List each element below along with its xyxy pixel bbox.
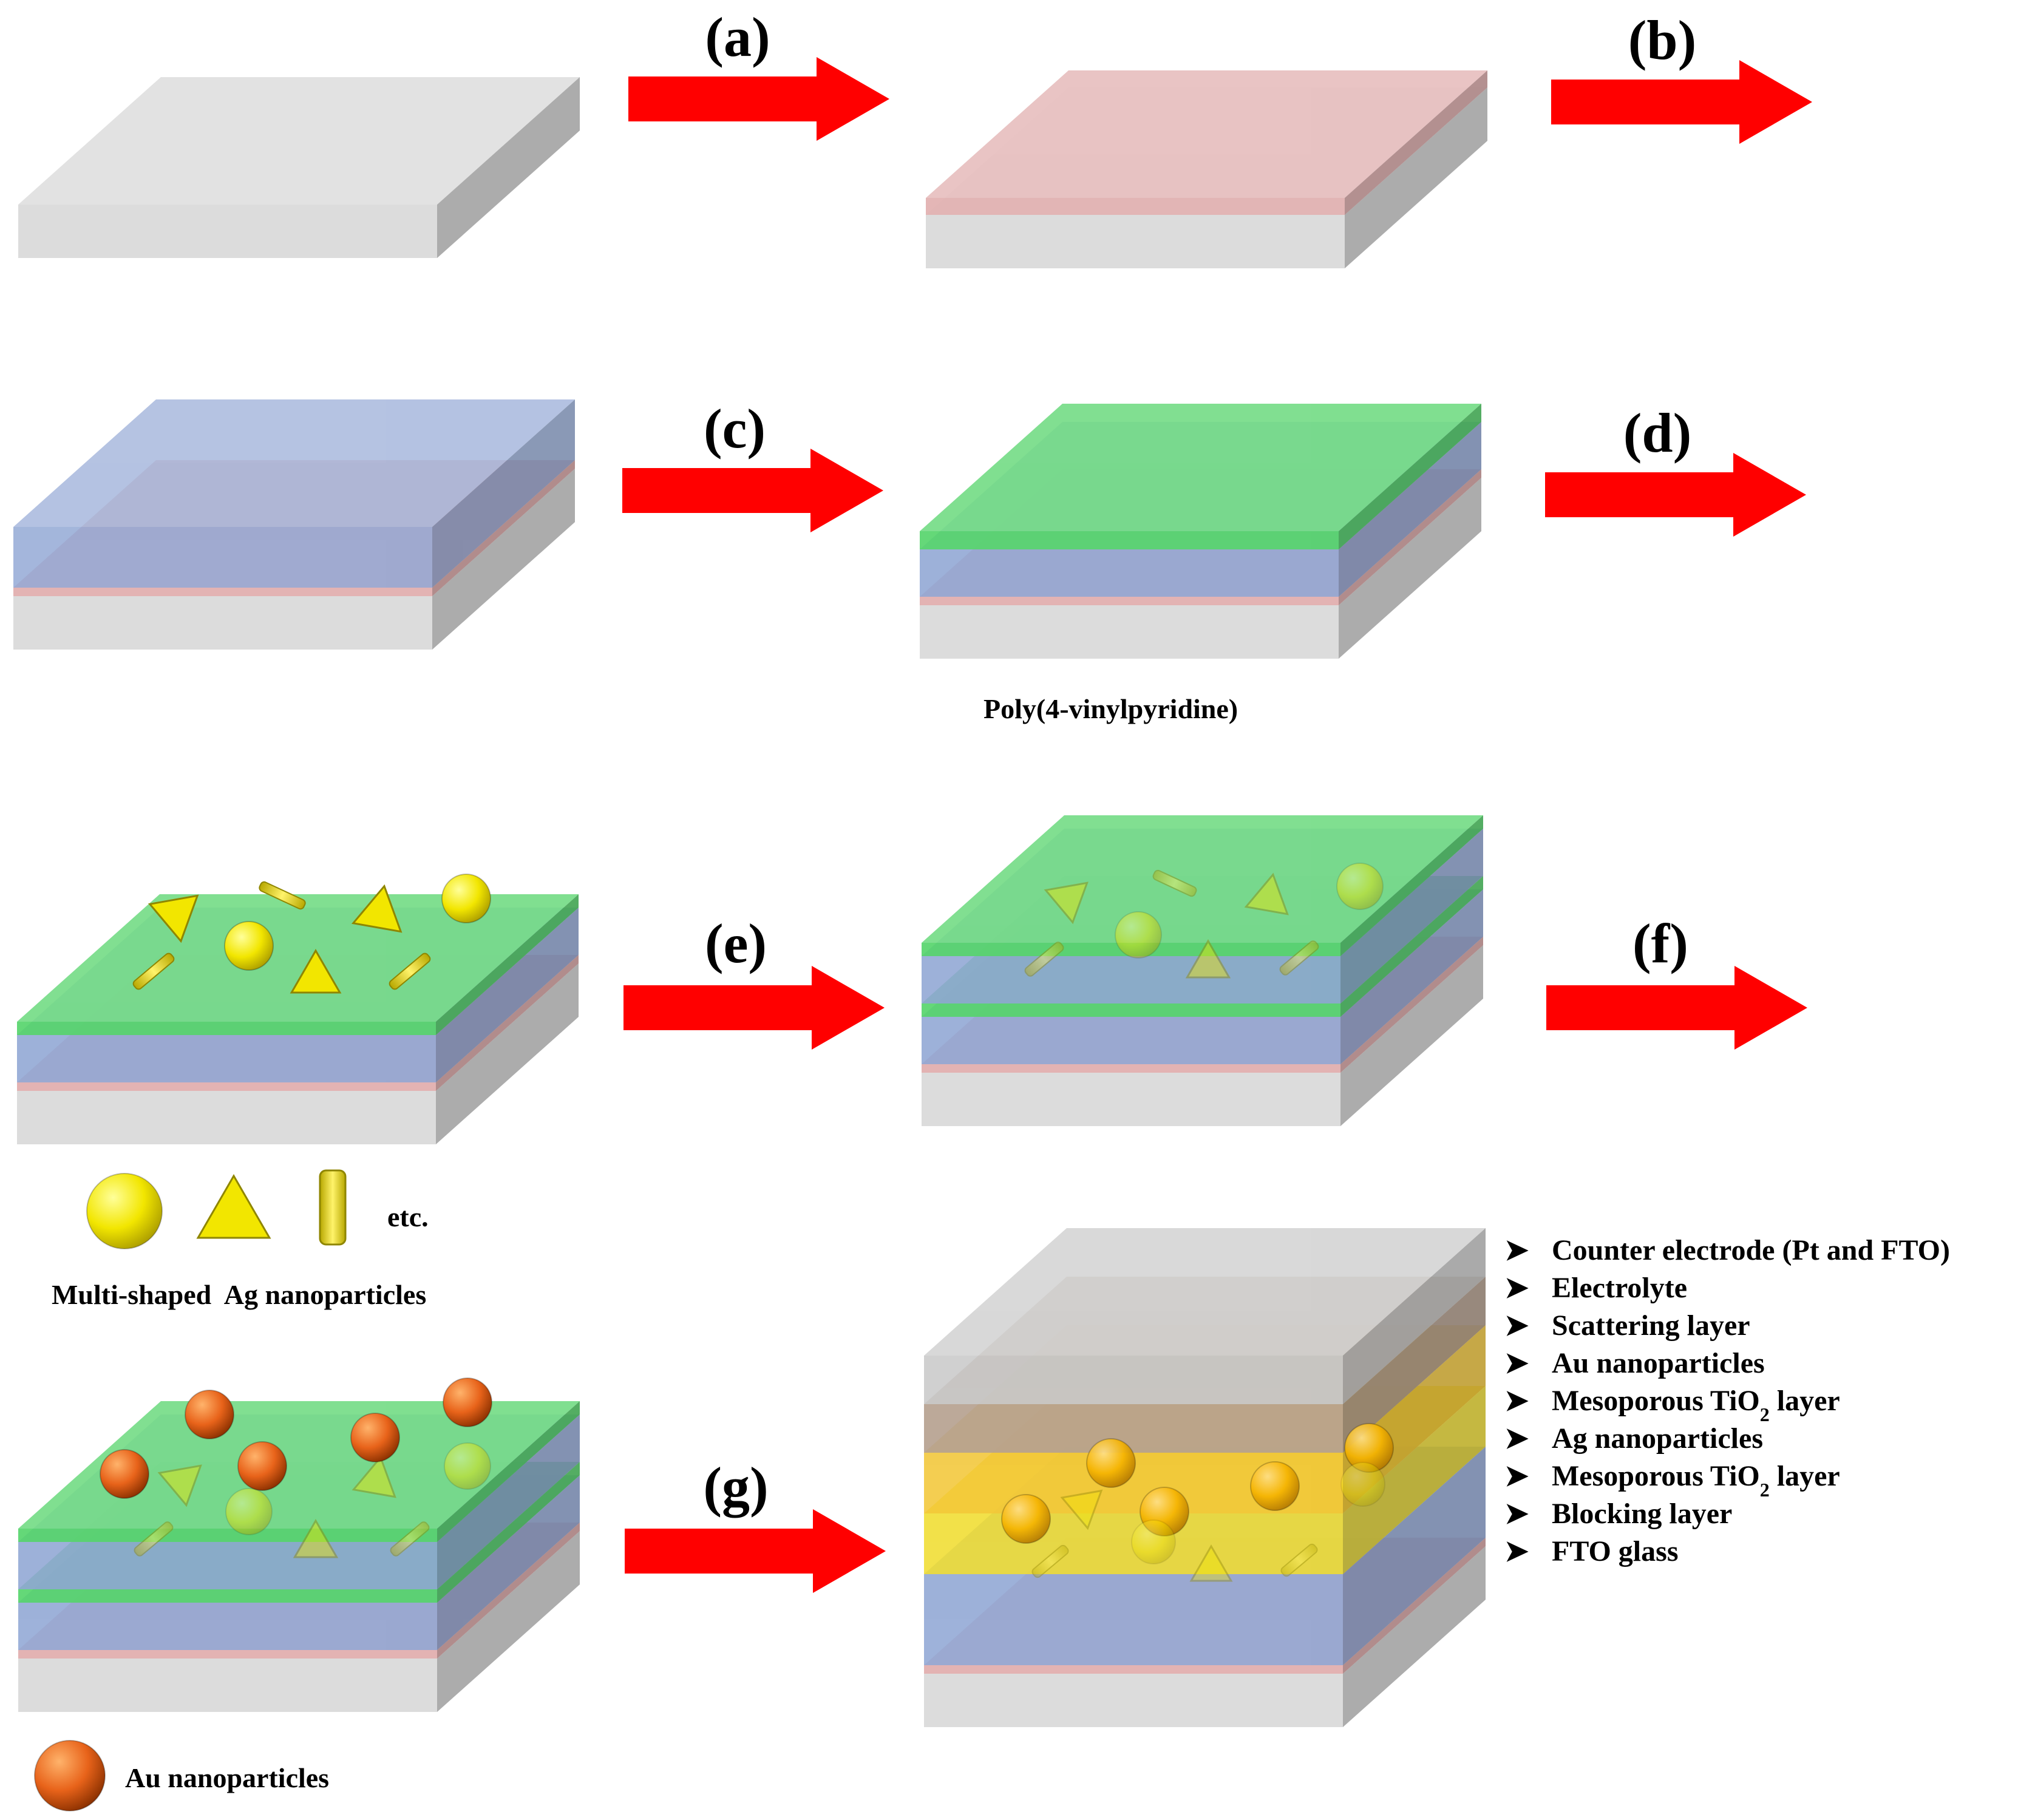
legend-item: Blocking layer <box>1552 1498 1732 1530</box>
legend-bullet-icon: ➤ <box>1504 1535 1529 1567</box>
step-label-f: (f) <box>1632 912 1688 974</box>
arrow-step-c <box>622 449 883 532</box>
stack-ag-loaded <box>17 894 579 1144</box>
ag-sphere <box>225 1488 273 1535</box>
ag-rod <box>390 1521 430 1557</box>
ag-rod <box>132 952 175 990</box>
step-label-a: (a) <box>705 6 770 68</box>
au-sphere <box>1086 1438 1136 1488</box>
step-labels: (a) (b) (c) (d) (e) (f) (g) <box>703 6 1696 1518</box>
au-sphere <box>100 1449 149 1499</box>
legend-bullet-icon: ➤ <box>1504 1234 1529 1266</box>
legend-bullet-icon: ➤ <box>1504 1385 1529 1417</box>
arrow-step-b <box>1551 60 1812 144</box>
au-sphere <box>1001 1494 1051 1544</box>
ag-sphere <box>441 874 491 923</box>
step-label-b: (b) <box>1628 9 1696 71</box>
au-sphere <box>350 1413 400 1462</box>
ag-rod <box>259 881 306 910</box>
ag-rod <box>1152 869 1197 897</box>
step-label-e: (e) <box>705 912 767 974</box>
arrow-step-e <box>623 966 885 1050</box>
ag-sphere <box>1131 1519 1176 1564</box>
step-label-c: (c) <box>704 398 766 460</box>
counter-electrode-fto <box>924 1228 1486 1404</box>
polymer-layer <box>922 815 1483 956</box>
stack-double-tio2 <box>922 815 1483 1126</box>
legend-item: Electrolyte <box>1552 1272 1687 1304</box>
polymer-layer <box>18 1401 580 1542</box>
legend-item: Au nanoparticles <box>1552 1347 1765 1379</box>
ag-triangle <box>290 948 342 994</box>
step-label-g: (g) <box>703 1456 768 1518</box>
ag-triangle-legend <box>196 1174 271 1239</box>
caption-au-nanoparticles: Au nanoparticles <box>125 1762 329 1793</box>
polymer-layer <box>17 894 579 1035</box>
ag-rod <box>1280 1543 1318 1577</box>
ag-rod <box>1024 942 1064 977</box>
step-label-d: (d) <box>1623 402 1691 464</box>
ag-triangle <box>293 1518 339 1558</box>
arrow-step-a <box>628 57 889 141</box>
stack-tio2 <box>13 399 575 650</box>
ag-sphere <box>1115 911 1162 959</box>
au-sphere <box>185 1390 234 1439</box>
nanoparticles <box>34 863 1394 1812</box>
ag-sphere <box>224 921 274 971</box>
au-sphere <box>1250 1461 1300 1511</box>
ag-triangle <box>1244 872 1289 915</box>
ag-triangle <box>1185 939 1231 979</box>
legend-bullet-icon: ➤ <box>1504 1309 1529 1342</box>
ag-triangle <box>1189 1544 1233 1582</box>
au-sphere-legend <box>34 1740 106 1812</box>
ag-triangle <box>1060 1489 1103 1530</box>
blocking-layer <box>926 70 1487 215</box>
ag-triangle <box>148 894 199 943</box>
caption-poly-vinylpyridine: Poly(4-vinylpyridine) <box>984 693 1238 724</box>
legend-item: Scattering layer <box>1552 1309 1750 1342</box>
legend-item: Mesoporous TiO2 layer <box>1552 1460 1840 1501</box>
layer-stacks <box>13 70 1487 1727</box>
caption-multi-shaped-ag: Multi-shaped Ag nanoparticles <box>52 1279 426 1310</box>
ag-rod <box>1279 940 1319 976</box>
ag-sphere-legend <box>86 1173 163 1249</box>
ag-rod <box>389 952 431 990</box>
legend-item: FTO glass <box>1552 1535 1679 1567</box>
process-arrows <box>622 57 1812 1593</box>
stack-au-loaded <box>18 1401 580 1712</box>
arrow-step-g <box>625 1509 886 1593</box>
legend-bullet-icon: ➤ <box>1504 1422 1529 1455</box>
legend-item: Mesoporous TiO2 layer <box>1552 1385 1840 1425</box>
au-sphere <box>237 1441 287 1491</box>
legend-item: Counter electrode (Pt and FTO) <box>1552 1234 1950 1266</box>
layer-legend: ➤ Counter electrode (Pt and FTO) ➤ Electrol… <box>1504 1234 1950 1567</box>
ag-rod <box>1031 1544 1069 1578</box>
ag-triangle <box>1044 881 1089 925</box>
caption-etc: etc. <box>387 1201 429 1232</box>
legend-bullet-icon: ➤ <box>1504 1272 1529 1304</box>
ag-triangle <box>351 884 403 933</box>
ag-sphere <box>1336 863 1384 910</box>
ag-triangle <box>157 1464 202 1507</box>
tio2-layer <box>13 399 575 588</box>
arrow-step-f <box>1546 966 1807 1050</box>
stack-tio2-polymer <box>920 404 1481 659</box>
ag-rod <box>134 1521 174 1557</box>
legend-bullet-icon: ➤ <box>1504 1460 1529 1492</box>
stack-final-device <box>924 1228 1486 1727</box>
legend-item: Ag nanoparticles <box>1552 1422 1763 1455</box>
ag-triangle <box>352 1455 396 1498</box>
ag-rod-legend <box>319 1169 347 1246</box>
ag-sphere <box>444 1442 491 1490</box>
ag-sphere <box>1340 1462 1385 1507</box>
fto-glass-layer <box>18 77 580 258</box>
legend-bullet-icon: ➤ <box>1504 1347 1529 1379</box>
arrow-step-d <box>1545 453 1806 537</box>
polymer-layer <box>920 404 1481 549</box>
au-sphere <box>443 1377 492 1427</box>
stack-blocking <box>926 70 1487 268</box>
legend-bullet-icon: ➤ <box>1504 1498 1529 1530</box>
stack-glass <box>18 77 580 258</box>
